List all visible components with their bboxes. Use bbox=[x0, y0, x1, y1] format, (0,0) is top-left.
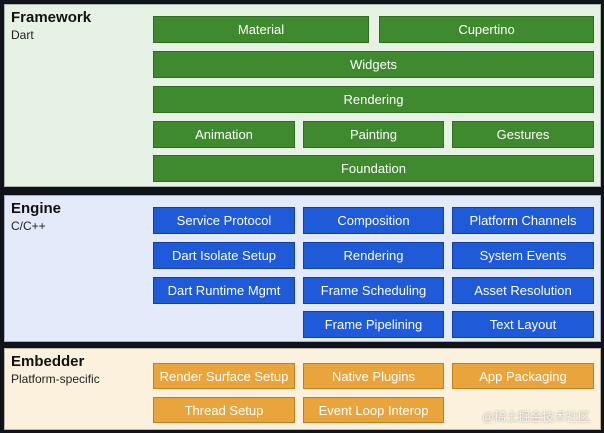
engine-box-frame-scheduling: Frame Scheduling bbox=[303, 277, 444, 304]
engine-box-system-events: System Events bbox=[452, 242, 594, 269]
engine-box-asset-resolution: Asset Resolution bbox=[452, 277, 594, 304]
embedder-box-app-packaging: App Packaging bbox=[452, 363, 594, 389]
embedder-box-thread-setup: Thread Setup bbox=[153, 397, 295, 423]
watermark-text: @稀土掘金技术社区 bbox=[481, 410, 590, 424]
engine-title: Engine bbox=[11, 200, 62, 217]
engine-box-frame-pipelining: Frame Pipelining bbox=[303, 311, 444, 338]
embedder-title: Embedder bbox=[11, 353, 85, 370]
engine-box-rendering: Rendering bbox=[303, 242, 444, 269]
engine-box-composition: Composition bbox=[303, 207, 444, 234]
framework-layer: Framework Dart Material Cupertino Widget… bbox=[4, 4, 601, 187]
framework-box-material: Material bbox=[153, 16, 369, 43]
framework-box-rendering: Rendering bbox=[153, 86, 594, 113]
engine-box-text-layout: Text Layout bbox=[452, 311, 594, 338]
engine-box-dart-runtime-mgmt: Dart Runtime Mgmt bbox=[153, 277, 295, 304]
engine-box-dart-isolate-setup: Dart Isolate Setup bbox=[153, 242, 295, 269]
embedder-layer: Embedder Platform-specific Render Surfac… bbox=[4, 348, 601, 430]
engine-subtitle: C/C++ bbox=[11, 219, 46, 233]
framework-subtitle: Dart bbox=[11, 28, 34, 42]
embedder-box-render-surface-setup: Render Surface Setup bbox=[153, 363, 295, 389]
framework-box-cupertino: Cupertino bbox=[379, 16, 594, 43]
framework-box-widgets: Widgets bbox=[153, 51, 594, 78]
framework-box-painting: Painting bbox=[303, 121, 444, 148]
framework-box-foundation: Foundation bbox=[153, 155, 594, 182]
framework-box-animation: Animation bbox=[153, 121, 295, 148]
framework-box-gestures: Gestures bbox=[452, 121, 594, 148]
engine-box-platform-channels: Platform Channels bbox=[452, 207, 594, 234]
embedder-box-event-loop-interop: Event Loop Interop bbox=[303, 397, 444, 423]
embedder-subtitle: Platform-specific bbox=[11, 372, 100, 386]
embedder-box-native-plugins: Native Plugins bbox=[303, 363, 444, 389]
framework-title: Framework bbox=[11, 9, 92, 26]
engine-box-service-protocol: Service Protocol bbox=[153, 207, 295, 234]
engine-layer: Engine C/C++ Service Protocol Compositio… bbox=[4, 195, 601, 342]
